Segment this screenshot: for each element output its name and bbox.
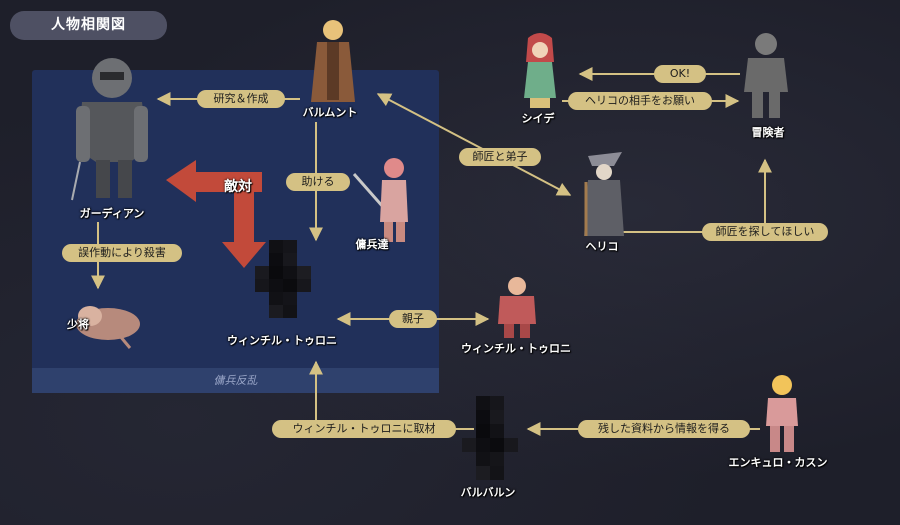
name-heliko: ヘリコ	[585, 240, 619, 253]
relation-ok: OK!	[654, 65, 706, 83]
winchill-hidden-sprite	[255, 240, 311, 318]
hostile-label: 敵対	[224, 179, 252, 195]
name-winchill-hidden: ウィンチル・トゥロニ	[227, 334, 337, 347]
name-major: 少将	[67, 318, 89, 331]
relation-parent: 親子	[389, 310, 437, 328]
name-enkyuro: エンキュロ・カスン	[728, 456, 828, 469]
name-adventurer: 冒険者	[751, 126, 785, 139]
hostile-arrows	[166, 160, 266, 268]
relation-find-master: 師匠を探してほしい	[702, 223, 828, 241]
mercenaries-sprite	[352, 158, 408, 242]
heliko-sprite	[584, 152, 624, 236]
relation-misfire: 誤作動により殺害	[62, 244, 182, 262]
winchill-sprite	[498, 277, 536, 338]
balmunt-sprite	[311, 20, 355, 102]
balbalun-sprite	[462, 396, 518, 480]
name-guardian: ガーディアン	[79, 207, 145, 220]
relation-research: 研究＆作成	[197, 90, 285, 108]
name-balbalun: バルバルン	[460, 486, 516, 499]
name-winchill: ウィンチル・トゥロニ	[461, 342, 571, 355]
chart-title: 人物相関図	[10, 11, 167, 40]
relation-mentor: 師匠と弟子	[459, 148, 541, 166]
line-find-master	[622, 158, 772, 233]
name-sidhe: シイデ	[521, 112, 555, 125]
line-interview	[309, 360, 474, 430]
hostile-arrow-left	[166, 160, 262, 202]
line-mentor	[376, 93, 572, 196]
relation-documents: 残した資料から情報を得る	[578, 420, 750, 438]
group-label: 傭兵反乱	[32, 368, 439, 393]
hostile-arrow-down	[222, 192, 266, 268]
sidhe-sprite	[524, 33, 556, 108]
relation-interview: ウィンチル・トゥロニに取材	[272, 420, 456, 438]
guardian-sprite	[71, 58, 148, 201]
name-balmunt: バルムント	[302, 106, 358, 119]
adventurer-sprite	[744, 33, 788, 118]
name-mercenaries: 傭兵達	[355, 238, 389, 251]
enkyuro-sprite	[766, 375, 798, 452]
relation-help: 助ける	[286, 173, 350, 191]
major-sprite	[76, 306, 140, 349]
relation-ask-heliko: ヘリコの相手をお願い	[568, 92, 712, 110]
